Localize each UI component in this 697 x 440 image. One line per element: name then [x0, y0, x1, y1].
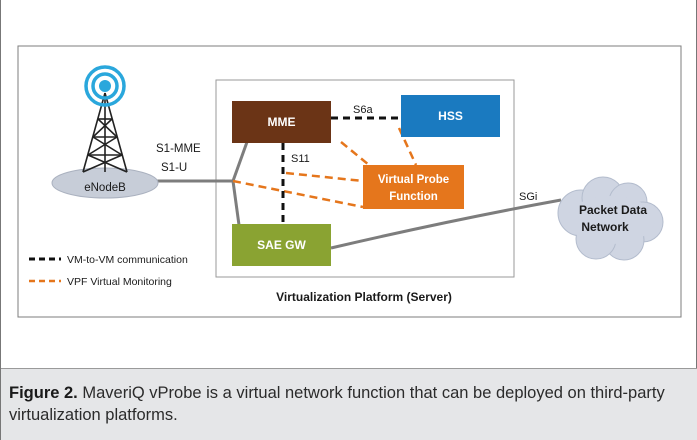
enodeb-mme-line — [231, 141, 249, 182]
legend-vpf-label: VPF Virtual Monitoring — [67, 276, 172, 288]
s1-u-label: S1-U — [161, 162, 187, 174]
legend: VM-to-VM communication VPF Virtual Monit… — [29, 254, 188, 288]
figure-caption: Figure 2. MaveriQ vProbe is a virtual ne… — [1, 368, 697, 440]
sgi-label: SGi — [519, 191, 537, 203]
packet-data-network-cloud: Packet Data Network — [557, 176, 664, 261]
s1-monitor-line — [232, 179, 364, 209]
vpf-label-line1: Virtual Probe — [378, 174, 449, 186]
s1-mme-label: S1-MME — [156, 143, 201, 155]
data-connections — [149, 141, 562, 250]
mme-monitor-line — [340, 141, 370, 166]
enodeb-tower: eNodeB — [51, 65, 159, 199]
mme-label: MME — [268, 115, 296, 129]
s6a-label: S6a — [353, 104, 373, 116]
network-diagram: eNodeB S1-MME S1-U MME HSS S6a S11 Virtu… — [17, 45, 682, 318]
caption-figure-label: Figure 2. — [9, 384, 78, 402]
vm-to-vm-lines — [281, 116, 401, 224]
hss-label: HSS — [438, 109, 463, 123]
virtual-probe-function-node — [363, 165, 464, 209]
virtualization-platform-label: Virtualization Platform (Server) — [276, 290, 452, 304]
enodeb-saegw-line — [231, 180, 241, 226]
vpf-label-line2: Function — [389, 191, 438, 203]
pdn-label-line2: Network — [581, 220, 629, 234]
sae-gw-node — [232, 224, 331, 266]
enodeb-label: eNodeB — [84, 182, 126, 194]
legend-vm-to-vm-label: VM-to-VM communication — [67, 254, 188, 266]
hss-node — [401, 95, 500, 137]
caption-text: MaveriQ vProbe is a virtual network func… — [9, 384, 665, 424]
sgi-link-line — [330, 198, 562, 250]
s11-label: S11 — [291, 153, 310, 165]
antenna-signal-icon — [84, 65, 126, 107]
mme-node — [232, 101, 331, 143]
pdn-label-line1: Packet Data — [579, 203, 647, 217]
sae-gw-label: SAE GW — [257, 238, 306, 252]
